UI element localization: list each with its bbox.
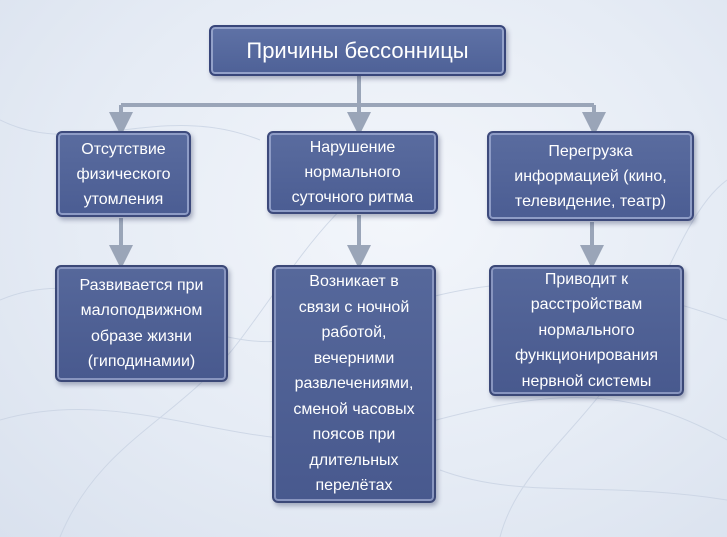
detail-node-2: Возникает в связи с ночной работой, вече… bbox=[272, 265, 436, 503]
detail-node-3: Приводит к расстройствам нормального фун… bbox=[489, 265, 684, 396]
diagram-root-node: Причины бессонницы bbox=[209, 25, 506, 76]
cause-node-2: Нарушение нормального суточного ритма bbox=[267, 131, 438, 214]
cause-node-3: Перегрузка информацией (кино, телевидени… bbox=[487, 131, 694, 221]
cause-node-1: Отсутствие физического утомления bbox=[56, 131, 191, 217]
detail-node-1: Развивается при малоподвижном образе жиз… bbox=[55, 265, 228, 382]
